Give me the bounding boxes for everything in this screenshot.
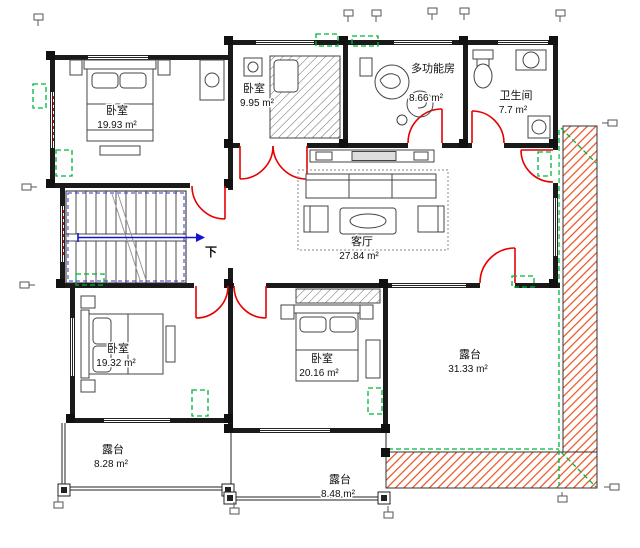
armchair-left xyxy=(303,205,329,233)
svg-text:8.48 m²: 8.48 m² xyxy=(321,489,356,500)
bed-top-left xyxy=(69,59,171,156)
drain-slope-mark xyxy=(560,127,597,164)
label-bedroom-bottom-left: 卧室 19.32 m² xyxy=(95,340,138,371)
terrace-railings xyxy=(61,423,387,501)
tv-cabinet xyxy=(309,149,435,163)
drain-slope-mark xyxy=(560,451,597,488)
plants-multi-function xyxy=(359,57,434,126)
stairs-down-label: 下 xyxy=(205,245,217,259)
door-double-living xyxy=(239,145,308,180)
stairs-direction-arrow xyxy=(77,233,205,242)
staircase: 下 xyxy=(65,190,217,284)
window xyxy=(49,92,56,148)
terrace-posts xyxy=(57,483,391,505)
svg-text:露台: 露台 xyxy=(459,347,481,361)
window xyxy=(104,417,170,424)
bed-top-mid xyxy=(243,55,341,139)
windows xyxy=(49,39,559,434)
window xyxy=(256,39,314,46)
sofa xyxy=(305,173,437,199)
label-terrace-right: 露台 31.33 m² xyxy=(447,346,490,377)
svg-text:20.16 m²: 20.16 m² xyxy=(299,368,339,379)
svg-text:31.33 m²: 31.33 m² xyxy=(448,364,488,375)
coffee-table xyxy=(339,207,397,235)
svg-text:19.32 m²: 19.32 m² xyxy=(96,358,136,369)
door-side-exit xyxy=(520,149,554,183)
label-bedroom-bottom-mid: 卧室 20.16 m² xyxy=(298,350,341,381)
svg-text:19.93 m²: 19.93 m² xyxy=(97,120,137,131)
washing-machine xyxy=(527,115,551,139)
rug xyxy=(297,169,449,251)
window xyxy=(59,206,66,262)
window xyxy=(392,282,466,289)
door-terrace xyxy=(479,247,516,284)
wardrobe-bottom-mid xyxy=(295,288,381,304)
window xyxy=(498,39,548,46)
window xyxy=(69,318,76,376)
armchair-right xyxy=(417,205,445,233)
label-terrace-bottom-mid: 露台 8.48 m² xyxy=(320,471,358,502)
sink xyxy=(515,49,547,71)
door-bedroom-top-left xyxy=(191,185,226,220)
svg-text:卧室: 卧室 xyxy=(106,103,128,117)
door-openings xyxy=(190,142,559,289)
svg-text:多功能房: 多功能房 xyxy=(411,61,455,75)
dimension-ticks xyxy=(19,7,620,519)
terrace-parapet-hatch xyxy=(385,125,598,489)
svg-text:27.84 m²: 27.84 m² xyxy=(339,251,379,262)
dresser-top-left xyxy=(199,59,225,101)
label-living-room: 客厅 27.84 m² xyxy=(338,233,381,264)
label-multi-function-room: 多功能房 8.66 m² xyxy=(408,60,457,106)
doors xyxy=(191,108,554,319)
svg-text:8.28 m²: 8.28 m² xyxy=(94,459,129,470)
toilet xyxy=(472,49,494,89)
svg-text:卧室: 卧室 xyxy=(311,351,333,365)
svg-text:7.7 m²: 7.7 m² xyxy=(499,105,528,116)
label-bedroom-top-left: 卧室 19.93 m² xyxy=(96,102,139,133)
svg-text:客厅: 客厅 xyxy=(351,234,373,248)
door-bathroom xyxy=(471,110,505,144)
door-multi-function xyxy=(407,108,443,144)
door-bedroom-bottom-mid xyxy=(233,285,267,319)
door-bedroom-bottom-left xyxy=(195,285,229,319)
svg-text:卧室: 卧室 xyxy=(107,341,129,355)
bed-bottom-mid xyxy=(280,304,381,382)
room-labels: 卧室 19.93 m² 卧室 9.95 m² 多功能房 8.66 m² 卫生间 … xyxy=(93,60,534,502)
svg-text:8.66 m²: 8.66 m² xyxy=(409,93,444,104)
window xyxy=(260,427,330,434)
columns xyxy=(46,36,558,457)
svg-text:卫生间: 卫生间 xyxy=(500,88,533,102)
svg-text:露台: 露台 xyxy=(329,472,351,486)
label-bathroom: 卫生间 7.7 m² xyxy=(497,87,534,118)
label-terrace-bottom-left: 露台 8.28 m² xyxy=(93,441,131,472)
svg-text:卧室: 卧室 xyxy=(243,81,265,95)
svg-text:露台: 露台 xyxy=(102,442,124,456)
furniture xyxy=(69,49,551,393)
window xyxy=(552,198,559,256)
window xyxy=(394,39,452,46)
utility-markers xyxy=(32,33,552,417)
open-window-marks xyxy=(53,96,64,258)
bed-bottom-left xyxy=(80,295,176,393)
label-bedroom-top-mid: 卧室 9.95 m² xyxy=(239,80,277,111)
svg-text:9.95 m²: 9.95 m² xyxy=(240,98,275,109)
